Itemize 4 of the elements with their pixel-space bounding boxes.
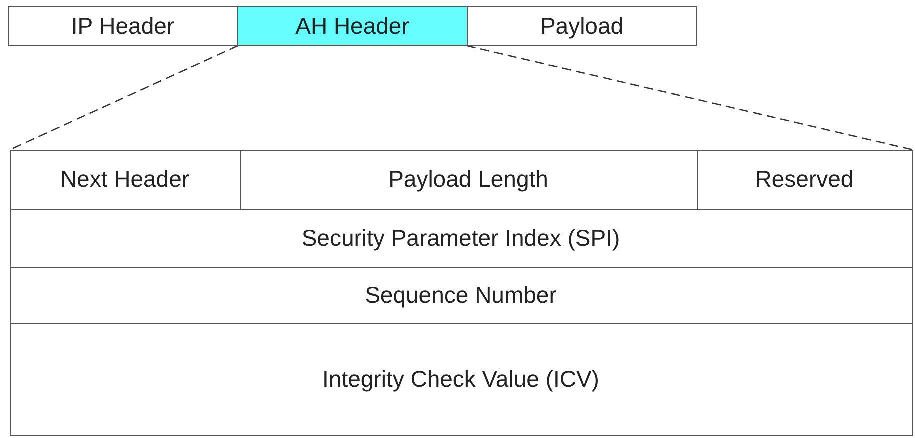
header-field: Payload xyxy=(467,6,697,46)
header-field: IP Header xyxy=(8,6,238,46)
expansion-line xyxy=(466,45,914,151)
header-field: AH Header xyxy=(237,6,468,46)
